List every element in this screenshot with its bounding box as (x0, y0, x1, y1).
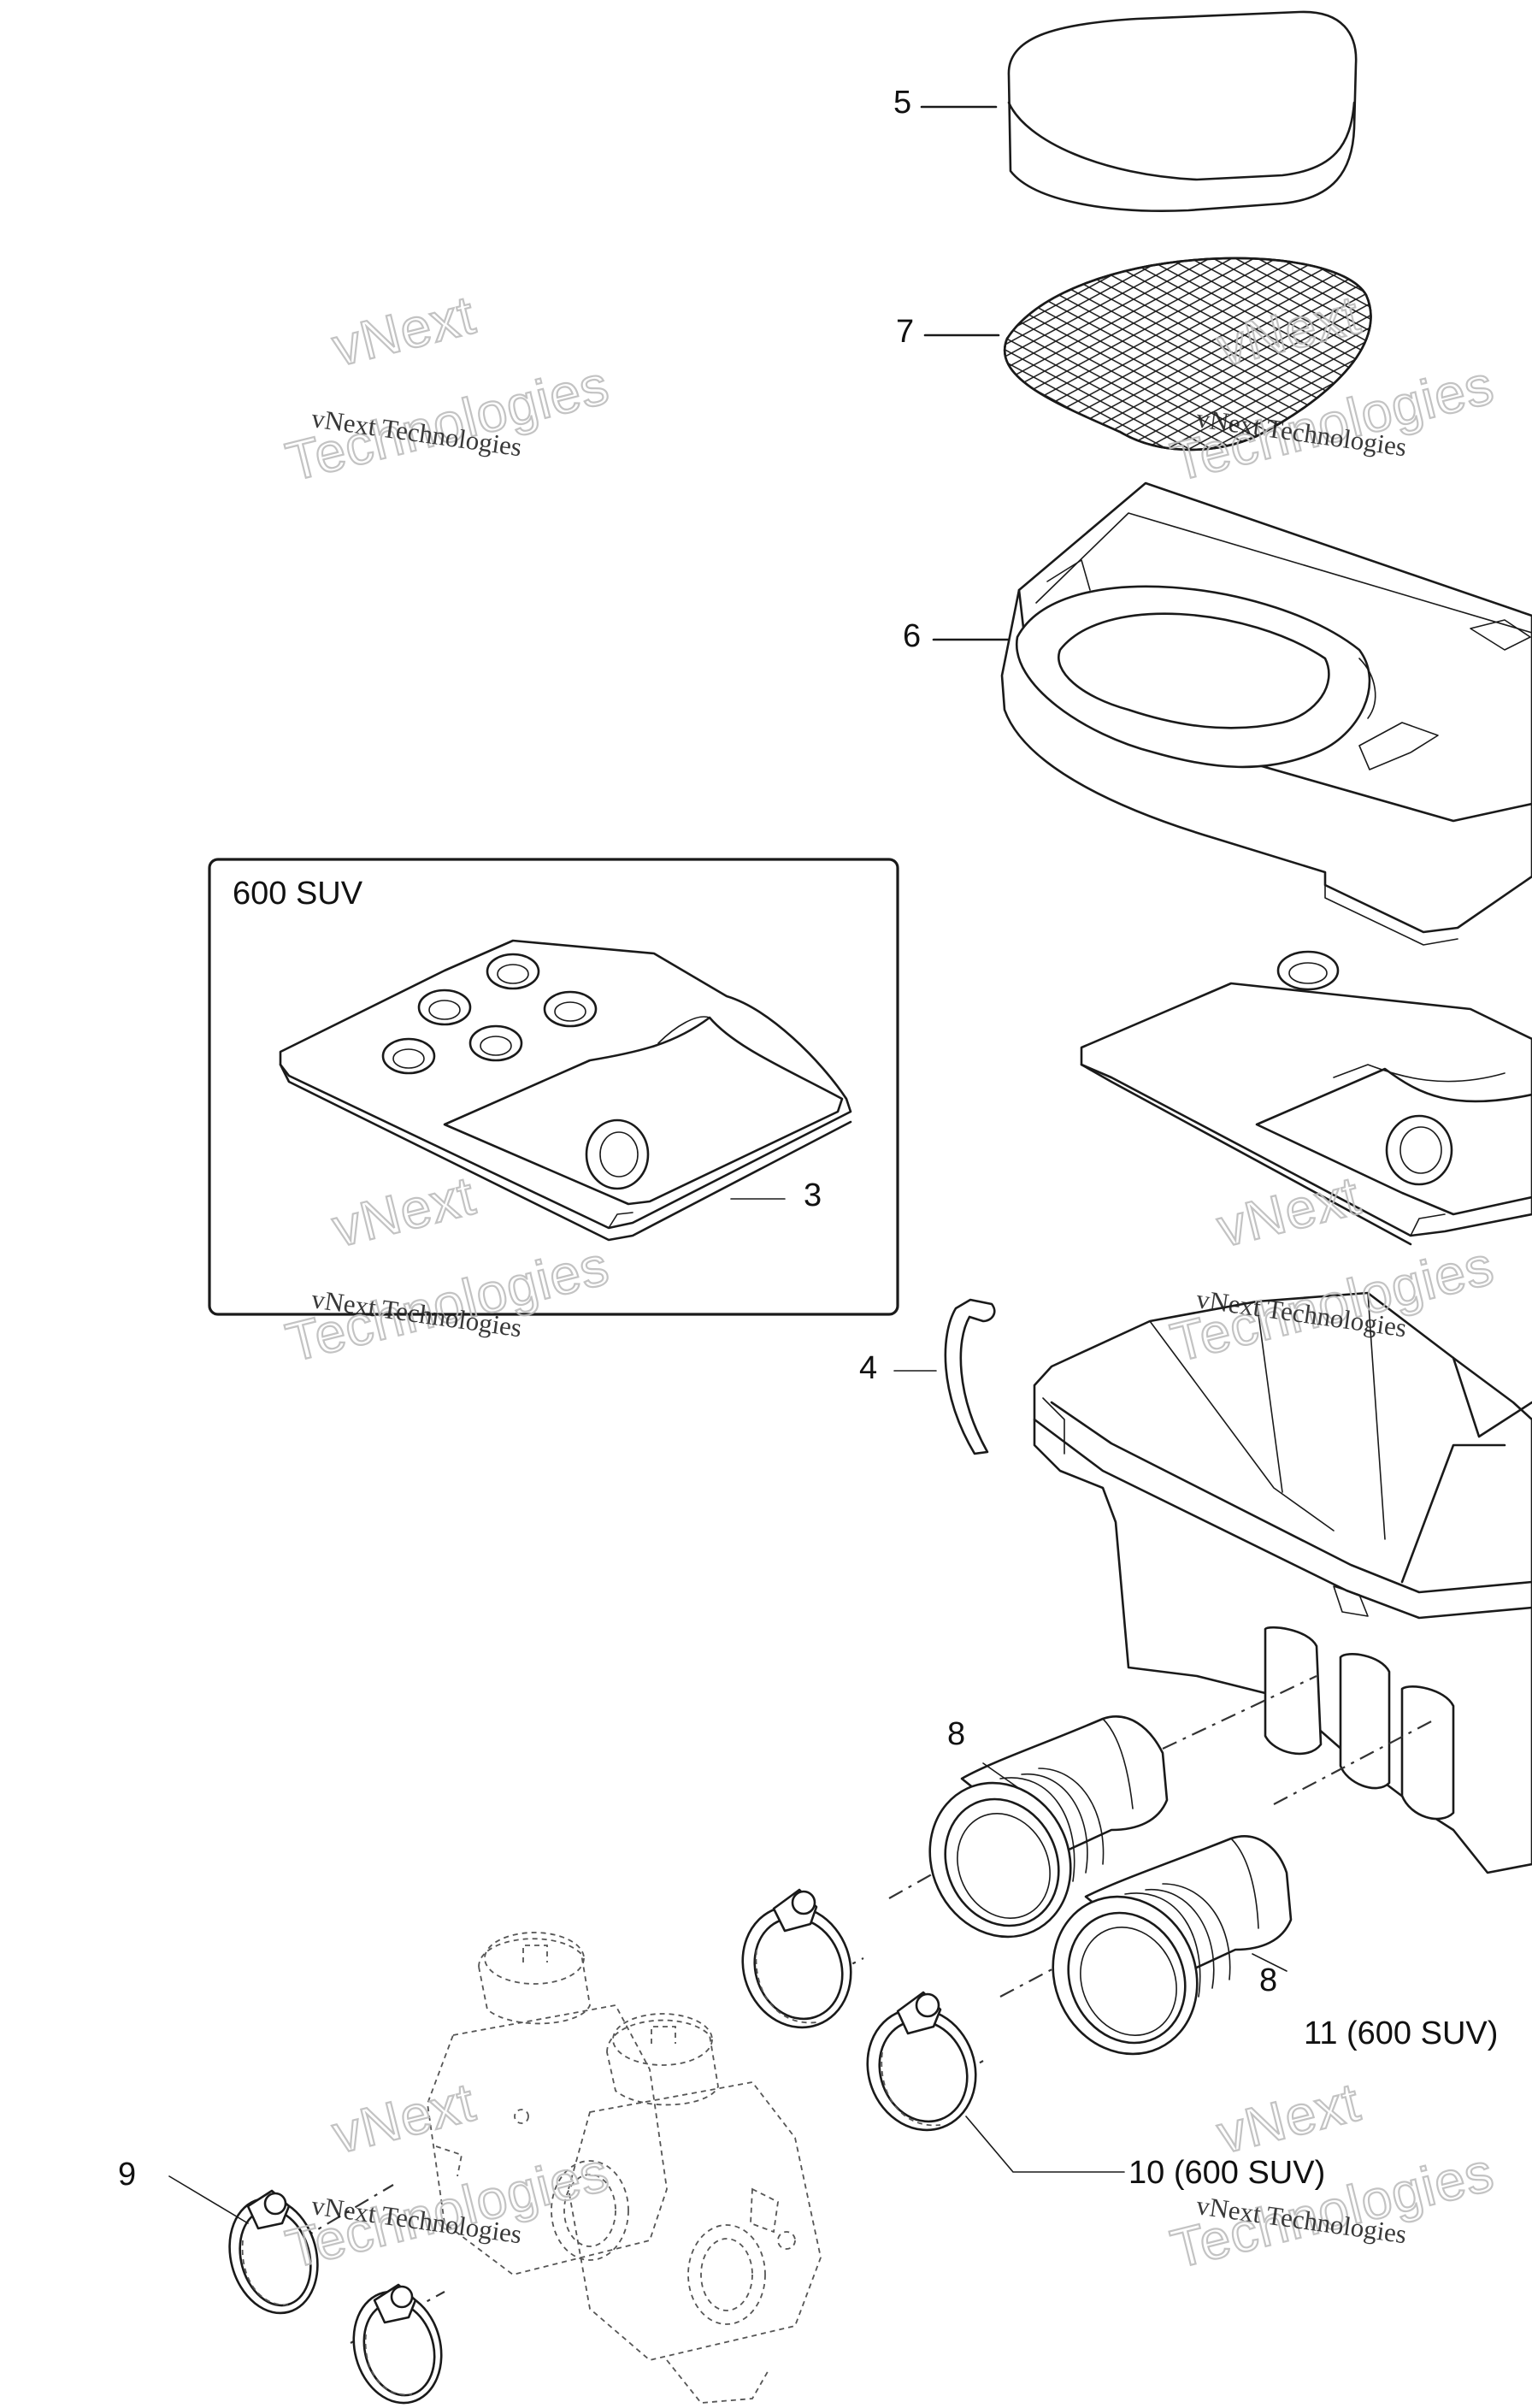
callout-5: 5 (893, 85, 911, 121)
baffle-plate-part-3 (1080, 950, 1532, 1246)
baffle-plate-600-suv (279, 939, 852, 1242)
callout-9: 9 (118, 2157, 136, 2193)
watermark-brand-top: vNext (327, 284, 481, 379)
hose-clamp-part-9-lower (352, 2283, 443, 2405)
watermark-top-left: vNext Technologies vNext Technologies (280, 283, 616, 494)
inset-title: 600 SUV (233, 876, 363, 912)
hose-clamp-part-9-upper (228, 2189, 319, 2315)
callouts: 5 7 6 3 4 8 8 11 (600 SUV) 10 (600 SUV) … (118, 85, 1498, 2193)
callout-8-upper: 8 (947, 1716, 965, 1752)
hose-clamp-part-10 (866, 1991, 977, 2132)
callout-11: 11 (600 SUV) (1304, 2016, 1498, 2051)
carburetor-assembly (427, 1932, 822, 2404)
airbox-lid-part-6 (1000, 481, 1532, 946)
inset-600-suv: 600 SUV (208, 858, 899, 1316)
foam-pad-part-5 (1007, 10, 1358, 212)
airbox-base (1033, 1291, 1532, 1874)
adaptor-boot-part-8-lower (1052, 1835, 1293, 2056)
callout-10: 10 (600 SUV) (1128, 2155, 1325, 2191)
hose-clamp-upper (741, 1888, 852, 2029)
callout-6: 6 (903, 618, 921, 654)
adaptor-boot-part-8-upper (928, 1715, 1169, 1939)
watermark-brand-top: vNext (327, 2071, 481, 2166)
callout-4: 4 (859, 1350, 877, 1386)
watermark-brand-top: vNext (1211, 2071, 1366, 2166)
callout-3: 3 (804, 1177, 822, 1213)
leader-lines (168, 105, 1287, 2224)
callout-8-lower: 8 (1259, 1962, 1277, 1998)
callout-7: 7 (896, 314, 914, 350)
clip-part-4 (944, 1298, 996, 1455)
